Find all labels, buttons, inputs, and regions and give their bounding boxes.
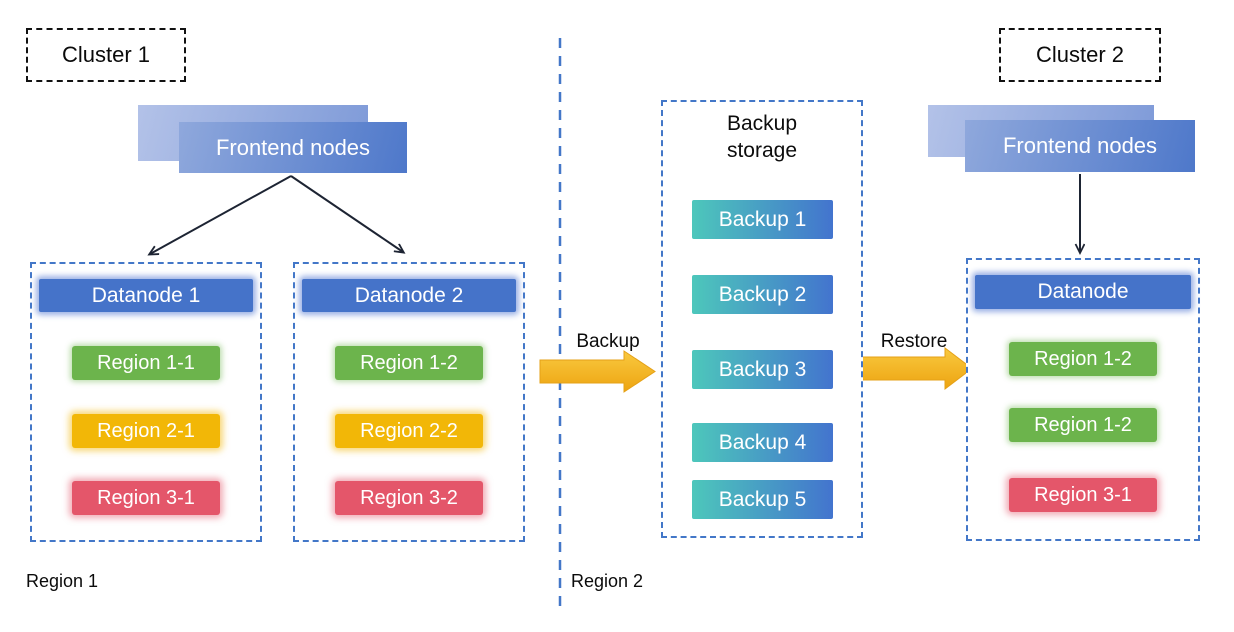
backup-chip: Backup 4 — [692, 423, 833, 462]
backup-block-arrow — [539, 350, 656, 393]
region-chip-label: Region 3-2 — [360, 486, 458, 509]
region-chip: Region 1-2 — [1009, 408, 1157, 442]
cluster2-label-box: Cluster 2 — [999, 28, 1161, 82]
backup-chip-label: Backup 4 — [718, 430, 807, 454]
backup-storage-title: Backup storage — [726, 112, 798, 162]
backup-chip: Backup 2 — [692, 275, 833, 314]
cluster2-label: Cluster 2 — [1035, 42, 1125, 67]
frontend-nodes-label-cluster2: Frontend nodes — [1002, 133, 1158, 158]
region-chip-label: Region 3-1 — [97, 486, 195, 509]
region-chip: Region 2-1 — [72, 414, 220, 448]
cluster1-label-box: Cluster 1 — [26, 28, 186, 82]
backup-chip-label: Backup 1 — [718, 207, 807, 231]
region-chip: Region 3-1 — [72, 481, 220, 515]
backup-chip-label: Backup 3 — [718, 357, 807, 381]
datanode-title-cluster2: Datanode — [1037, 280, 1129, 303]
frontend-to-datanode1-arrow — [150, 175, 292, 254]
backup-storage-box: Backup storage Backup 1 Backup 2 Backup … — [661, 100, 863, 538]
datanode1-header: Datanode 1 — [39, 279, 253, 312]
datanode1-box: Datanode 1 Region 1-1 Region 2-1 Region … — [30, 262, 262, 542]
backup-chip-label: Backup 5 — [718, 487, 807, 511]
datanode2-header: Datanode 2 — [302, 279, 516, 312]
region-chip-label: Region 1-2 — [1034, 413, 1132, 436]
region2-footer-label: Region 2 — [571, 571, 644, 591]
datanode1-title: Datanode 1 — [91, 283, 201, 307]
frontend-nodes-box-cluster1: Frontend nodes — [179, 122, 407, 173]
frontend-nodes-label-cluster1: Frontend nodes — [215, 134, 371, 160]
region-chip: Region 1-2 — [335, 346, 483, 380]
region-chip: Region 3-1 — [1009, 478, 1157, 512]
region-chip-label: Region 2-1 — [97, 419, 195, 442]
datanode2-title: Datanode 2 — [354, 283, 464, 307]
backup-chip: Backup 1 — [692, 200, 833, 239]
cluster1-label: Cluster 1 — [61, 42, 151, 67]
region-chip-label: Region 1-1 — [97, 351, 195, 374]
region-chip: Region 3-2 — [335, 481, 483, 515]
backup-chip: Backup 5 — [692, 480, 833, 519]
restore-flow-label: Restore — [880, 331, 948, 352]
datanode2-box: Datanode 2 Region 1-2 Region 2-2 Region … — [293, 262, 525, 542]
backup-flow-label: Backup — [576, 331, 640, 352]
region-chip-label: Region 1-2 — [1034, 347, 1132, 370]
region1-footer-label: Region 1 — [26, 571, 99, 591]
region-chip-label: Region 1-2 — [360, 351, 458, 374]
datanode-box-cluster2: Datanode Region 1-2 Region 1-2 Region 3-… — [966, 258, 1200, 541]
restore-block-arrow — [854, 346, 973, 391]
region-chip: Region 2-2 — [335, 414, 483, 448]
backup-chip: Backup 3 — [692, 350, 833, 389]
region-chip-label: Region 2-2 — [360, 419, 458, 442]
datanode-header-cluster2: Datanode — [975, 275, 1191, 309]
region-chip-label: Region 3-1 — [1034, 483, 1132, 506]
frontend-nodes-box-cluster2: Frontend nodes — [965, 120, 1195, 172]
region-chip: Region 1-2 — [1009, 342, 1157, 376]
region-chip: Region 1-1 — [72, 346, 220, 380]
backup-chip-label: Backup 2 — [718, 282, 807, 306]
frontend-to-datanode2-arrow — [290, 175, 403, 252]
